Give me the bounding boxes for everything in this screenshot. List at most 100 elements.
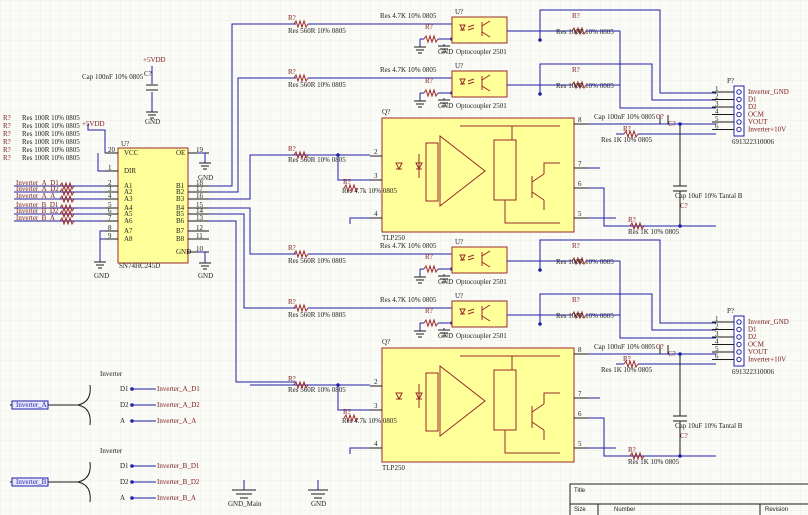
- resistor-label: Res 560R 10% 0805: [288, 81, 346, 89]
- ic-input-net-label: Inverter_B_D2: [16, 207, 59, 215]
- ic-pin-name: GND: [176, 248, 191, 256]
- resistor-designator: R?: [425, 23, 433, 31]
- connector-pin-number: 6: [715, 123, 719, 131]
- ic-pin-name: B8: [176, 235, 185, 243]
- resistor-designator: R?: [288, 244, 296, 252]
- ic-pin-number: 2: [108, 179, 112, 187]
- ic-pin-number: 5: [108, 201, 112, 209]
- sheet-title: Inverter: [100, 447, 123, 455]
- tlp-pin-number: 2: [374, 378, 378, 386]
- left-resistor-designator: R?: [3, 122, 11, 130]
- connector-designator: P?: [727, 307, 734, 315]
- sheet-pin-label: D2: [120, 401, 129, 409]
- ic-pin-number: 3: [108, 185, 112, 193]
- connector-pin-label: D2: [748, 333, 757, 341]
- resistor-label: Res 560R 10% 0805: [288, 27, 346, 35]
- cap-100n-label: Cap 100nF 10% 0805: [594, 113, 656, 121]
- left-resistor-label: Res 100R 10% 0805: [22, 146, 80, 154]
- tlp-pin-number: 7: [578, 160, 582, 168]
- left-resistor-designator: R?: [3, 138, 11, 146]
- connector-designator: P?: [727, 77, 734, 85]
- tlp-pin-number: 6: [578, 180, 582, 188]
- resistor-designator: R?: [425, 253, 433, 261]
- ic-pin-name: B7: [176, 227, 185, 235]
- ic-pin-number: 19: [196, 146, 204, 154]
- resistor-designator: R?: [343, 408, 351, 416]
- ic-pin-number: 20: [108, 146, 116, 154]
- opto-output-resistor-label: Res 100R 10% 0805: [556, 28, 614, 36]
- ic-pin-number: 4: [108, 192, 112, 200]
- resistor-designator: R?: [572, 12, 580, 20]
- ic-supply-wires: +5VDD GND GND GND: [82, 120, 213, 280]
- resistor-designator: R?: [288, 68, 296, 76]
- tlp-pin-number: 2: [374, 148, 378, 156]
- connector-pin-number: 6: [715, 353, 719, 361]
- pullup-resistor-label: Res 4.7K 10% 0805: [380, 296, 437, 304]
- ic-pin-name: B3: [176, 195, 185, 203]
- connector-pin-number: 4: [715, 338, 719, 346]
- tlp-pin-number: 5: [578, 440, 582, 448]
- ic-pin-name: B1: [176, 182, 185, 190]
- pullup-resistor-label: Res 4.7K 10% 0805: [380, 242, 437, 250]
- resistor-designator: R?: [343, 178, 351, 186]
- ic-part-label: SN74HC245D: [119, 262, 160, 270]
- ic-input-nets: Inverter_A_D1Inverter_A_D2Inverter_A_AIn…: [14, 179, 105, 226]
- resistor-designator: R?: [288, 145, 296, 153]
- ic-pin-name: B2: [176, 188, 185, 196]
- ic-pin-name: B4: [176, 204, 185, 212]
- resistor-designator: R?: [288, 375, 296, 383]
- left-resistor-stack: R? Res 100R 10% 0805 R? Res 100R 10% 0805 R?…: [3, 114, 80, 162]
- ic-pin-name: A7: [124, 227, 133, 235]
- sheet-net-label: Inverter_A_A: [157, 417, 196, 425]
- decoupling-cap-c1[interactable]: +5VDD GND Cap 100nF 10% 0805 C?: [82, 56, 166, 126]
- sheet-net-label: Inverter_A_D2: [157, 401, 200, 409]
- left-resistor-designator: R?: [3, 114, 11, 122]
- sheet-pin-label: D1: [120, 462, 129, 470]
- ic-pin-number: 15: [196, 201, 204, 209]
- sheet-title: Inverter: [100, 370, 123, 378]
- resistor-designator: R?: [425, 307, 433, 315]
- ic-input-net-label: Inverter_A_D2: [16, 185, 59, 193]
- ic-pin-number: 10: [196, 245, 204, 253]
- tlp-designator: Q?: [382, 108, 390, 116]
- connector-pin-label: Inverter_GND: [748, 318, 789, 326]
- ic-input-net-label: Inverter_A_D1: [16, 179, 59, 187]
- ic-pin-number: 1: [108, 164, 112, 172]
- connector-pin-label: Inverter+10V: [748, 126, 786, 134]
- opto-output-resistor-label: Res 100R 10% 0805: [556, 82, 614, 90]
- sheet-net-label: Inverter_B_A: [157, 494, 196, 502]
- optocoupler[interactable]: U?Optocoupler 2501: [451, 238, 508, 286]
- optocoupler[interactable]: U?Optocoupler 2501: [451, 8, 508, 56]
- connector-pin-number: 1: [715, 315, 719, 323]
- connector-pin-number: 3: [715, 330, 719, 338]
- left-resistor-label: Res 100R 10% 0805: [22, 154, 80, 162]
- connector-pin-label: Inverter_GND: [748, 88, 789, 96]
- tlp-pin-number: 7: [578, 390, 582, 398]
- ic-pin-number: 17: [196, 185, 204, 193]
- gnd-main-symbol[interactable]: GND_Main GND: [228, 480, 328, 508]
- title-block-size: Size: [574, 507, 586, 513]
- gnd-label-unused: GND: [94, 272, 109, 280]
- optocoupler[interactable]: U?Optocoupler 2501: [451, 62, 508, 110]
- left-resistor-label: Res 100R 10% 0805: [22, 138, 80, 146]
- res-1k-label: Res 1K 10% 0805: [628, 458, 680, 466]
- cap-100n-label-left: Cap 100nF 10% 0805: [82, 73, 144, 81]
- title-block: Title Size Number Revision: [569, 483, 808, 515]
- gnd-label-bottom: GND: [311, 500, 326, 508]
- ic-body: [117, 147, 189, 264]
- tlp-pin-number: 4: [374, 210, 378, 218]
- optocoupler[interactable]: U?Optocoupler 2501: [451, 292, 508, 340]
- connector-pin-number: 4: [715, 108, 719, 116]
- title-block-title: Title: [574, 488, 586, 494]
- pullup-resistor-label: Res 4.7K 10% 0805: [380, 12, 437, 20]
